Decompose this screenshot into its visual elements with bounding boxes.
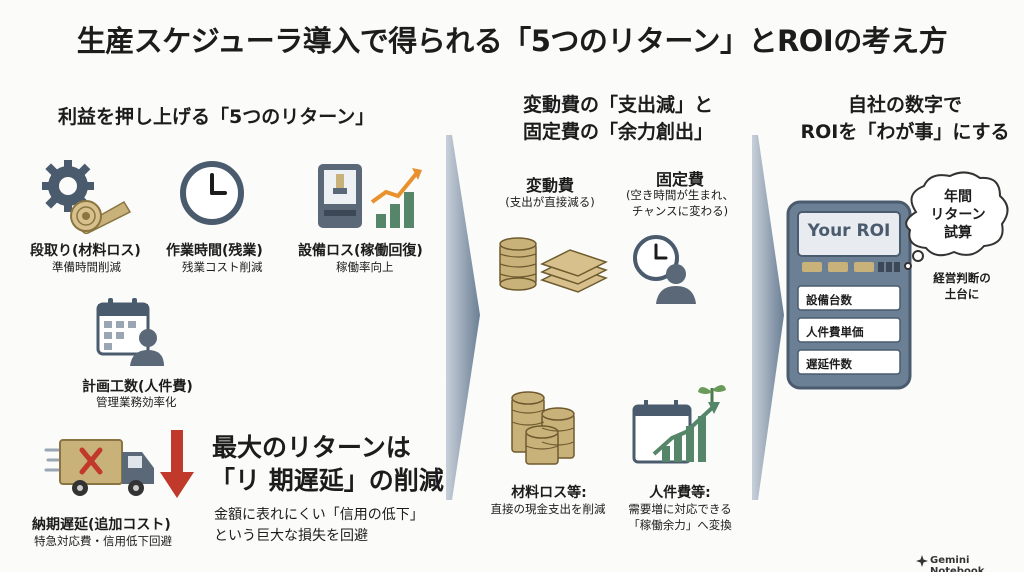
arrow-divider-left [446,135,480,500]
clock-person-icon [633,235,696,304]
roi-screen-label: Your ROI [807,221,891,241]
item-sub-planning: 管理業務効率化 [96,395,177,409]
item-sub-delivery: 特急対応費・信用低下回避 [34,534,172,548]
item-sub-worktime: 残業コスト削減 [182,260,263,274]
roi-field-equipment[interactable]: 設備台数 [806,293,852,307]
variable-cost-sub: (支出が直接減る) [505,195,595,209]
fixed-cost-title: 固定費 [655,170,704,189]
bubble-line-3: 試算 [944,225,972,241]
fixed-cost-sub-1: (空き時間が生まれ、 [625,188,735,202]
item-sub-equipment: 稼働率向上 [336,260,394,274]
arrow-divider-right [752,135,784,500]
roi-calculator-device [786,200,912,390]
down-arrow-icon [160,430,194,498]
coins-bills-icon [499,237,608,293]
highlight-line-1: 最大のリターンは [212,433,411,462]
left-heading: 利益を押し上げる「5つのリターン」 [58,106,375,128]
highlight-desc-2: という巨大な損失を回避 [214,528,368,544]
calendar-growth-icon [632,385,726,464]
item-label-planning: 計画工数(人件費) [82,379,193,395]
labor-sub-1: 需要増に対応できる [628,502,732,516]
variable-cost-title: 変動費 [525,176,574,195]
right-heading-1: 自社の数字で [847,94,962,116]
item-label-delivery: 納期遅延(追加コスト) [32,517,171,533]
right-heading-2: ROIを「わが事」にする [800,121,1010,143]
delivery-truck-icon [44,439,154,496]
highlight-line-2: 「リ 期遅延」の削減 [210,466,444,495]
material-title: 材料ロス等: [511,485,587,501]
clock-icon [180,161,244,225]
roi-field-delays[interactable]: 遅延件数 [806,357,852,371]
calendar-person-icon [96,298,164,366]
labor-title: 人件費等: [649,485,711,501]
bubble-line-2: リターン [930,207,986,223]
item-label-setup: 段取り(材料ロス) [30,243,141,259]
sparkle-icon [916,555,928,567]
note-line-1: 経営判断の [933,271,991,285]
labor-sub-2: 「稼働余力」へ変換 [628,518,732,532]
fixed-cost-sub-2: チャンスに変わる) [631,204,729,218]
material-sub: 直接の現金支出を削減 [490,502,606,516]
roi-field-labor-rate[interactable]: 人件費単価 [806,325,864,339]
coin-stacks-icon [511,391,575,465]
machine-chart-icon [318,164,422,228]
thought-bubble [904,171,1009,270]
bubble-line-1: 年間 [944,189,972,205]
middle-heading-2: 固定費の「余力創出」 [522,121,713,143]
note-line-2: 土台に [944,287,980,301]
middle-heading-1: 変動費の「支出減」と [522,94,713,116]
footer-brand: Gemini Notebook [930,555,985,572]
item-sub-setup: 準備時間削減 [52,260,121,274]
highlight-desc-1: 金額に表れにくい「信用の低下」 [214,507,424,523]
item-label-worktime: 作業時間(残業) [166,243,263,259]
item-label-equipment: 設備ロス(稼働回復) [298,243,423,259]
gear-roll-icon [42,160,132,234]
page-title: 生産スケジューラ導入で得られる「5つのリターン」とROIの考え方 [76,24,948,58]
